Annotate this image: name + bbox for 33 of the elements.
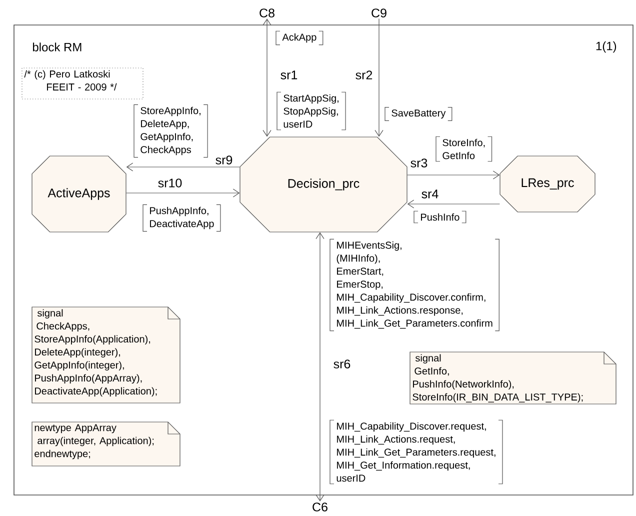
- note-box: signal CheckApps, StoreAppInfo(Application), DeleteApp(integer), GetAppInfo(integer), PushAppInfo(AppArray), DeactivateApp(Application);: [32, 306, 180, 404]
- signal-route-arrow: [407, 200, 500, 208]
- signal-route-arrow: [407, 170, 500, 180]
- signal-route-arrow: [126, 162, 240, 172]
- process-octagon: Decision_prc: [240, 136, 408, 232]
- note-box: signal GetInfo, PushInfo(NetworkInfo), StoreInfo(IR_BIN_DATA_LIST_TYPE);: [410, 352, 616, 404]
- route-label: sr3: [409, 158, 429, 168]
- route-label: sr10: [156, 178, 184, 188]
- signal-list: PushAppInfo, DeactivateApp: [142, 204, 221, 232]
- route-label: sr4: [420, 188, 440, 200]
- process-octagon: ActiveApps: [32, 156, 126, 232]
- signal-route-arrow: [126, 188, 240, 198]
- signal-list: MIHEventsSig, (MIHInfo), EmerStart, EmerStop, MIH_Capability_Discover.confirm, MIH_Link_Actions.response, MIH_Link_Get_Parameters.confirm: [330, 238, 500, 332]
- signal-list: PushInfo: [414, 210, 466, 224]
- signal-list: StartAppSig, StopAppSig, userID: [276, 92, 346, 130]
- signal-route-arrow: [374, 18, 384, 137]
- route-label: sr6: [332, 358, 352, 370]
- signal-route-arrow: [262, 18, 272, 137]
- route-label: sr9: [214, 154, 234, 166]
- route-label: sr1: [279, 70, 299, 80]
- signal-list: SaveBattery: [384, 106, 452, 122]
- signal-list: StoreAppInfo, DeleteApp, GetAppInfo, CheckApps: [134, 104, 208, 158]
- channel-name: C6: [312, 502, 328, 512]
- signal-list: MIH_Capability_Discover.request, MIH_Link_Actions.request, MIH_Link_Get_Parameters.request, MIH_Get_Information.request, userID: [330, 420, 503, 484]
- note-box: newtype AppArray array(integer, Application); endnewtype;: [32, 422, 180, 466]
- comment-box: /* (c) Pero Latkoski FEEIT - 2009 */: [22, 68, 144, 100]
- channel-name: C9: [372, 8, 386, 18]
- process-octagon: LRes_prc: [500, 156, 596, 212]
- route-label: sr2: [354, 70, 374, 80]
- signal-list: StoreInfo, GetInfo: [436, 136, 492, 162]
- signal-list: AckApp: [276, 30, 324, 46]
- channel-name: C8: [260, 8, 274, 18]
- signal-route-arrow: [316, 232, 324, 502]
